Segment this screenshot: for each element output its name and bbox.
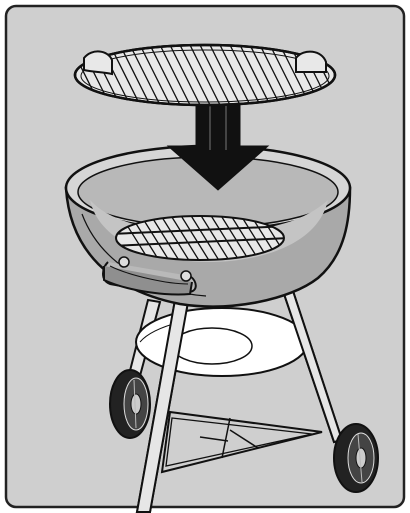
- cooking-grate-icon: [70, 45, 340, 105]
- wheel-icon: [110, 370, 150, 438]
- ash-catcher-icon: [136, 308, 308, 376]
- wheel-icon: [334, 424, 378, 492]
